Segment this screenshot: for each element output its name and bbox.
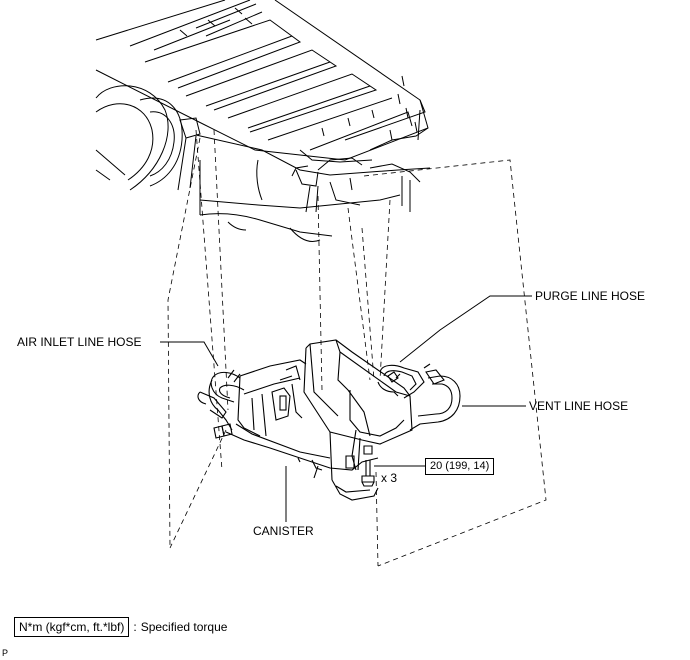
canister-assembly [197, 339, 461, 501]
bolt-quantity-label: x 3 [381, 471, 398, 485]
torque-legend: N*m (kgf*cm, ft.*lbf) : Specified torque [14, 617, 227, 637]
purge-line-hose-label: PURGE LINE HOSE [535, 289, 646, 303]
torque-specification-box: 20 (199, 14) [425, 458, 495, 475]
page-mark: P [2, 648, 9, 658]
legend-unit-box: N*m (kgf*cm, ft.*lbf) [14, 617, 130, 637]
legend-separator: : [133, 620, 137, 634]
legend-description: Specified torque [140, 620, 228, 634]
air-inlet-line-hose-label: AIR INLET LINE HOSE [17, 335, 142, 349]
leader-lines [160, 295, 532, 522]
vehicle-underbody [95, 0, 431, 242]
canister-label: CANISTER [253, 524, 314, 538]
vent-line-hose-label: VENT LINE HOSE [529, 399, 629, 413]
projection-lines [167, 129, 547, 567]
